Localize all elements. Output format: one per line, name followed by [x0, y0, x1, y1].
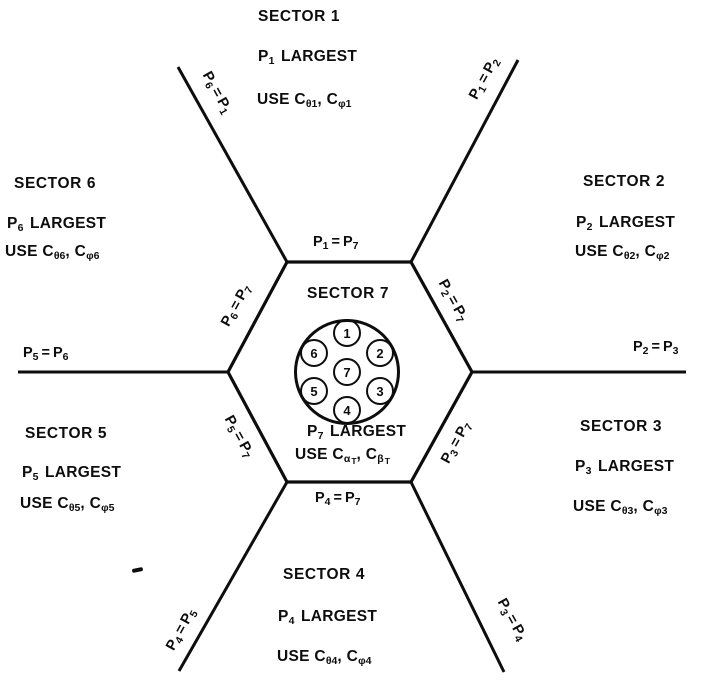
boundary-ray-top-right [409, 59, 520, 263]
feed-circle-3: 3 [366, 377, 394, 405]
boundary-label-right: P2=P3 [633, 339, 679, 357]
feed-number: 2 [376, 345, 384, 361]
equals-sign: = [331, 234, 340, 250]
feed-number: 7 [343, 364, 351, 380]
boundary-ray-top-left [176, 66, 289, 263]
feed-circle-1: 1 [333, 319, 361, 347]
sector-4-title: SECTOR 4 [283, 566, 366, 583]
feed-circle-5: 5 [300, 377, 328, 405]
equals-sign: = [651, 339, 660, 355]
equals-sign: = [333, 490, 342, 506]
feed-circle-7: 7 [333, 358, 361, 386]
hex-edge-label-bottom: P4=P7 [315, 490, 361, 508]
boundary-label-left: P5=P6 [23, 345, 69, 363]
sector-5-use: USE Cθ5, Cφ5 [20, 495, 115, 514]
sector-2-title: SECTOR 2 [583, 173, 666, 190]
hex-edge-label-top: P1=P7 [313, 234, 359, 252]
equals-sign: = [41, 345, 50, 361]
feed-number: 1 [343, 325, 351, 341]
boundary-ray-bottom-left [177, 481, 289, 672]
sector-4-use: USE Cθ4, Cφ4 [277, 648, 372, 667]
boundary-ray-bottom-right [409, 481, 506, 673]
sector-6-use: USE Cθ6, Cφ6 [5, 243, 100, 262]
feed-number: 4 [343, 402, 351, 418]
sector-7-use: USE CαT, CβT [295, 446, 390, 467]
sector-1-title: SECTOR 1 [258, 8, 341, 25]
sector-2-use: USE Cθ2, Cφ2 [575, 243, 670, 262]
feed-circle-4: 4 [333, 396, 361, 424]
feed-number: 5 [310, 383, 318, 399]
feed-number: 3 [376, 383, 384, 399]
feed-circle-2: 2 [366, 339, 394, 367]
sector-7-title: SECTOR 7 [307, 285, 390, 302]
sector-3-use: USE Cθ3, Cφ3 [573, 498, 668, 517]
sector-6-title: SECTOR 6 [14, 175, 97, 192]
sector-3-title: SECTOR 3 [580, 418, 663, 435]
sector-5-title: SECTOR 5 [25, 425, 108, 442]
feed-circle-6: 6 [300, 339, 328, 367]
sector-1-use: USE Cθ1, Cφ1 [257, 91, 352, 110]
feed-number: 6 [310, 345, 318, 361]
